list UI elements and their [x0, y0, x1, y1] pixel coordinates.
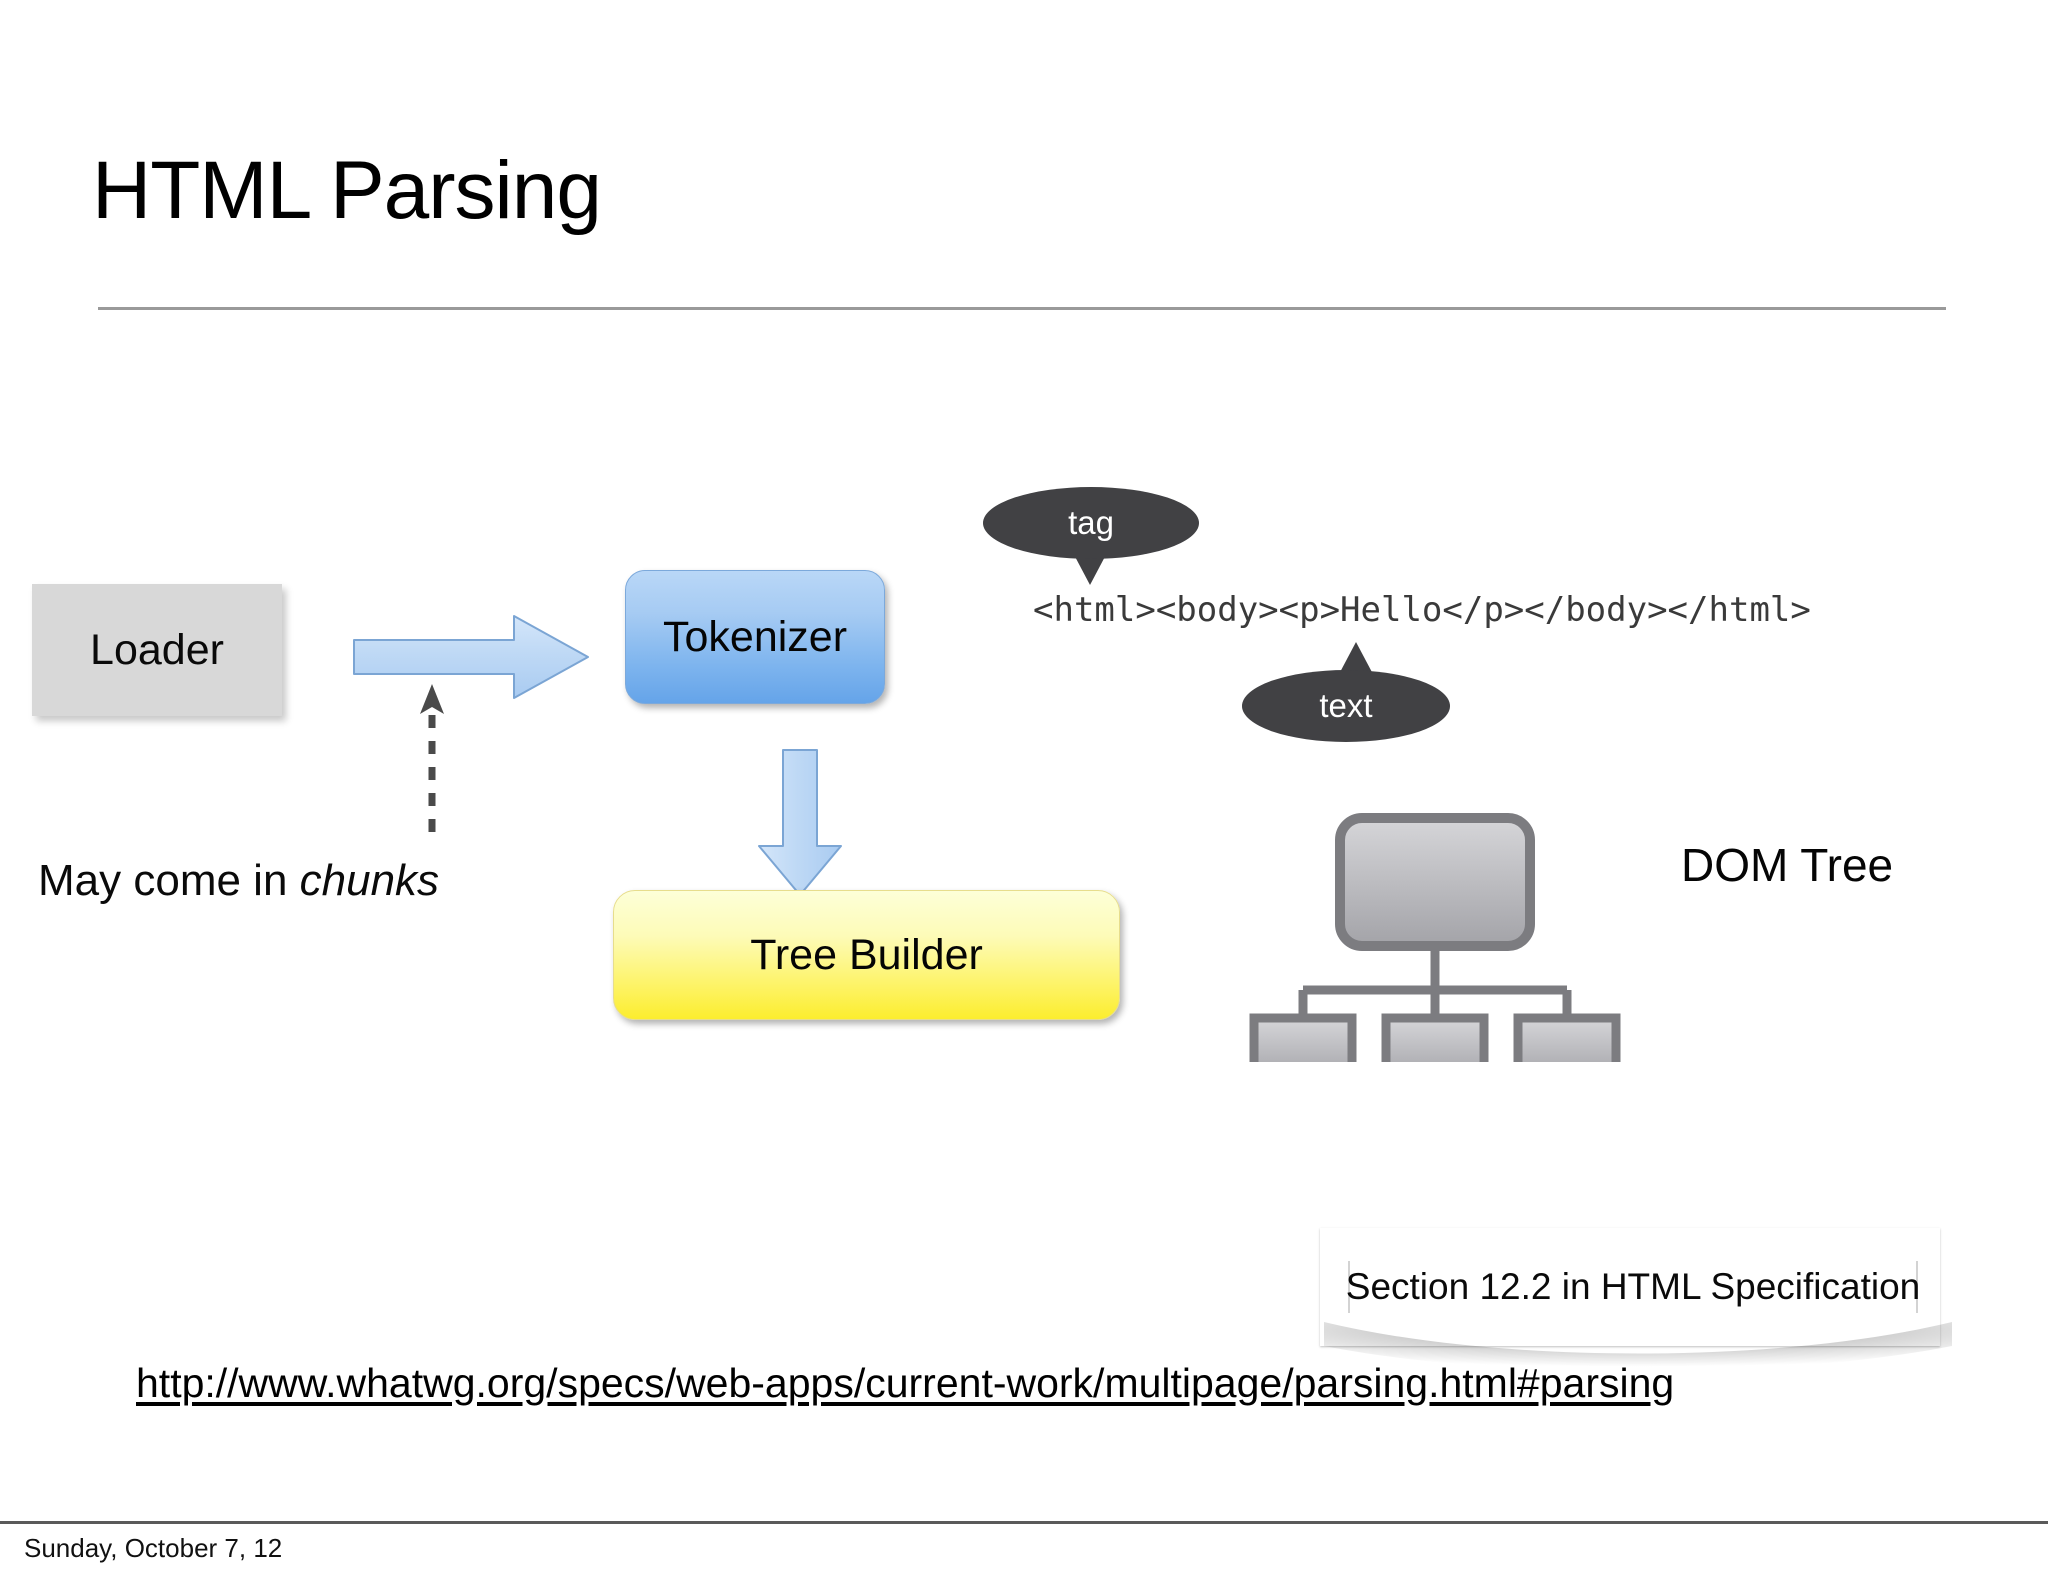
callout-tag-bubble: tag	[983, 487, 1199, 559]
callout-text: text	[1242, 642, 1450, 742]
tree-builder-box: Tree Builder	[613, 890, 1120, 1020]
chunks-note-prefix: May come in	[38, 856, 300, 905]
section-note-card: Section 12.2 in HTML Specification	[1320, 1228, 1940, 1346]
dom-tree-icon	[1245, 812, 1625, 1085]
arrow-dashed-up-icon	[412, 682, 452, 832]
page-title: HTML Parsing	[92, 145, 602, 236]
callout-tag-label: tag	[1068, 504, 1114, 541]
chunks-note: May come in chunks	[38, 856, 439, 906]
tokenizer-box: Tokenizer	[625, 570, 885, 704]
loader-box: Loader	[32, 584, 282, 716]
callout-text-label: text	[1319, 687, 1373, 724]
section-note-inner: Section 12.2 in HTML Specification	[1345, 1261, 1921, 1313]
callout-text-bubble: text	[1242, 670, 1450, 742]
footer-divider	[0, 1521, 2048, 1524]
footer-date: Sunday, October 7, 12	[24, 1533, 283, 1563]
arrow-down-icon	[755, 748, 845, 898]
arrow-right-icon	[352, 612, 592, 702]
markup-sample: <html><body><p>Hello</p></body></html>	[1033, 590, 1811, 630]
tree-builder-box-label: Tree Builder	[750, 930, 983, 979]
dom-tree-label: DOM Tree	[1681, 839, 1894, 891]
chunks-note-emphasis: chunks	[299, 856, 440, 905]
section-note-text: Section 12.2 in HTML Specification	[1345, 1266, 1921, 1307]
spec-url-link[interactable]: http://www.whatwg.org/specs/web-apps/cur…	[136, 1360, 1675, 1406]
callout-tag: tag	[983, 487, 1199, 585]
loader-box-label: Loader	[90, 625, 224, 674]
title-divider	[98, 307, 1946, 310]
tokenizer-box-label: Tokenizer	[662, 612, 848, 661]
